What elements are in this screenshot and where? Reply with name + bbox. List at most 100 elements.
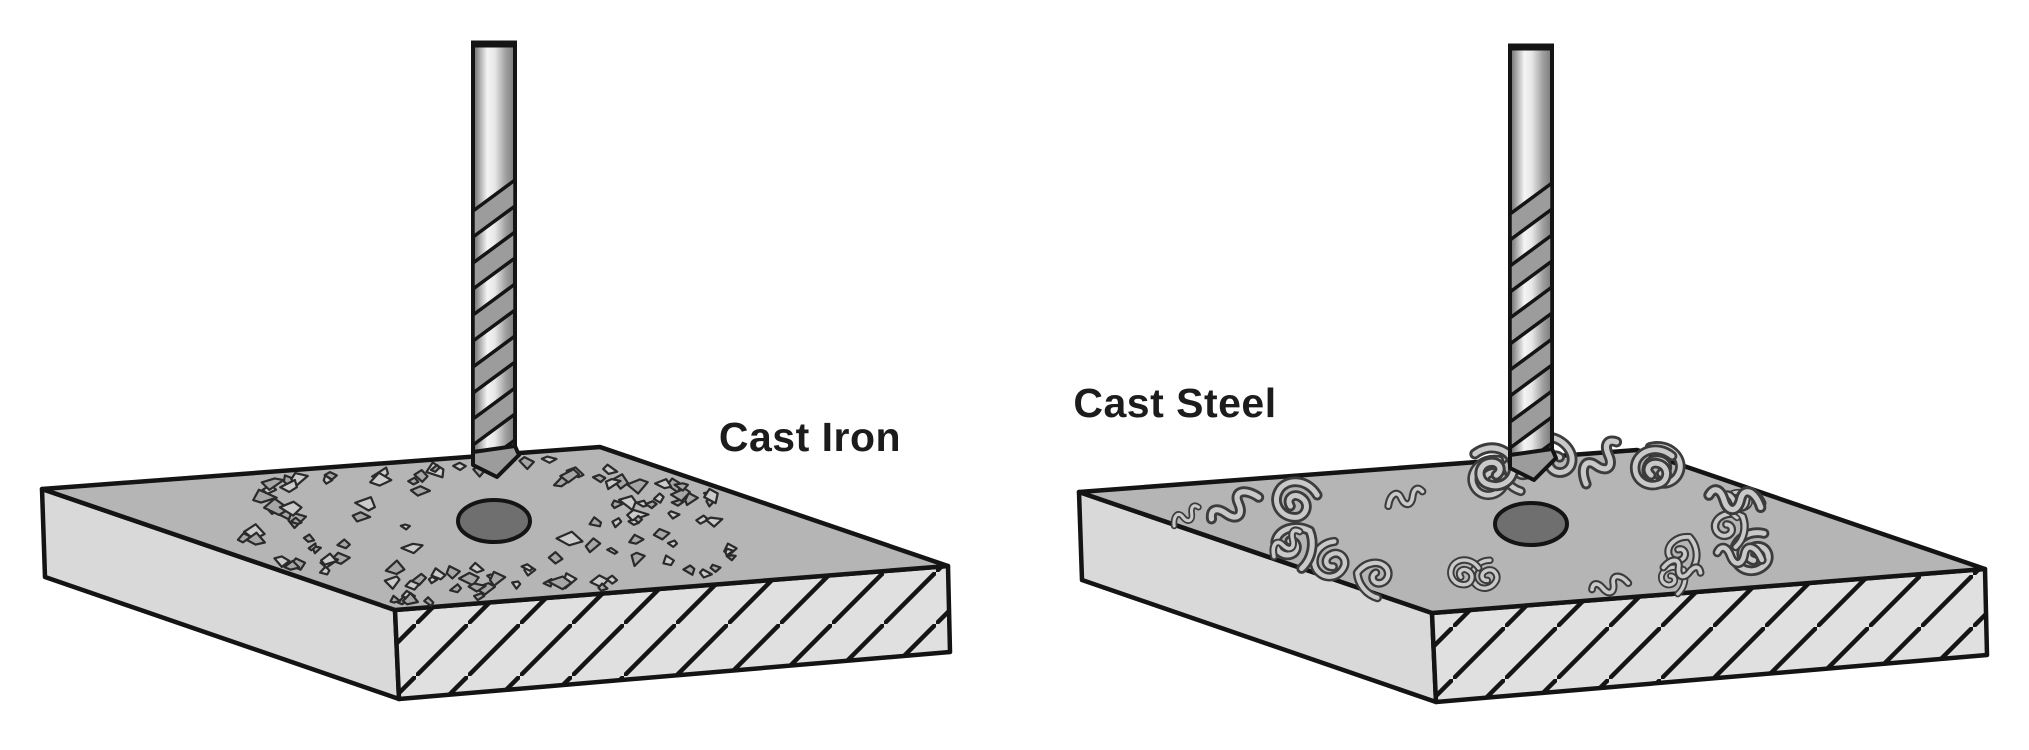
iron-chip xyxy=(617,495,637,512)
iron-chip xyxy=(389,594,402,604)
iron-chip xyxy=(279,478,298,494)
cast-iron-chips xyxy=(236,455,738,608)
iron-chip xyxy=(423,596,435,608)
iron-chip xyxy=(695,514,710,525)
iron-chip xyxy=(662,554,676,567)
drill-flute-band xyxy=(473,229,515,292)
iron-chip xyxy=(399,523,411,531)
drilled-hole xyxy=(1493,501,1569,547)
iron-chip xyxy=(666,539,679,549)
steel-chip xyxy=(1352,558,1393,603)
iron-chip xyxy=(302,533,316,543)
iron-chip xyxy=(591,473,607,484)
drill-flute-band xyxy=(1510,388,1552,451)
drill-flute-band xyxy=(1510,232,1552,295)
iron-chip xyxy=(611,517,623,529)
steel-chip xyxy=(1170,502,1202,530)
iron-chip xyxy=(724,547,735,557)
iron-chip xyxy=(626,478,649,495)
iron-chip xyxy=(520,563,534,572)
iron-chip xyxy=(518,456,536,471)
steel-chip xyxy=(1630,444,1678,491)
iron-chip xyxy=(336,538,351,550)
iron-chip xyxy=(610,499,625,510)
iron-chip xyxy=(409,485,431,497)
iron-chip xyxy=(323,471,338,481)
iron-chip xyxy=(260,477,285,491)
iron-chip xyxy=(653,478,673,490)
iron-chip xyxy=(252,488,278,504)
iron-chip xyxy=(384,559,406,576)
steel-chip xyxy=(1205,486,1265,525)
iron-chip xyxy=(351,511,372,523)
iron-chip xyxy=(630,551,646,568)
cast-iron-label: Cast Iron xyxy=(719,414,901,460)
drill-flute-band xyxy=(473,177,515,240)
drill-tip xyxy=(1508,447,1558,482)
iron-chip xyxy=(289,516,303,526)
iron-chip xyxy=(682,564,696,576)
drill-bit xyxy=(1508,43,1558,482)
iron-chip xyxy=(427,575,439,585)
iron-chip xyxy=(469,561,485,574)
iron-chip xyxy=(401,591,419,606)
iron-chip xyxy=(273,555,291,569)
iron-chip xyxy=(559,468,581,484)
steel-chip xyxy=(1588,572,1633,597)
iron-chip xyxy=(703,487,719,505)
iron-chip xyxy=(320,552,338,566)
iron-chip xyxy=(413,469,429,483)
iron-chip xyxy=(584,537,602,554)
drill-flute-band xyxy=(1510,284,1552,347)
iron-chip xyxy=(602,463,619,475)
iron-chip xyxy=(400,542,424,555)
iron-chip xyxy=(547,550,564,565)
drill-bit xyxy=(471,40,521,479)
steel-chip xyxy=(1384,484,1427,511)
iron-chip xyxy=(404,579,421,591)
drill-tip xyxy=(471,444,521,479)
iron-chip xyxy=(604,478,622,491)
iron-chip xyxy=(445,564,461,580)
iron-chip xyxy=(429,463,441,473)
iron-chip xyxy=(667,510,681,520)
drill-flute-band xyxy=(473,281,515,344)
steel-chip xyxy=(1712,542,1767,569)
iron-chip xyxy=(555,530,584,547)
iron-chip xyxy=(488,570,507,587)
iron-chip xyxy=(633,514,644,524)
iron-chip xyxy=(628,533,645,545)
drilled-hole xyxy=(456,498,532,544)
iron-chip xyxy=(652,492,665,504)
iron-chip xyxy=(407,476,420,486)
iron-chip xyxy=(652,527,671,541)
iron-chip xyxy=(684,491,700,507)
steel-chip xyxy=(1577,435,1623,490)
iron-chip xyxy=(606,546,619,555)
steel-chip xyxy=(1658,563,1689,598)
iron-chip xyxy=(307,542,317,552)
drill-flute-band xyxy=(473,385,515,448)
iron-chip xyxy=(263,497,291,517)
iron-chip xyxy=(354,496,376,512)
iron-chip xyxy=(283,559,301,571)
iron-chip xyxy=(369,471,393,487)
panel-cast-steel: Cast Steel xyxy=(1073,43,1990,705)
iron-chip xyxy=(669,487,692,503)
iron-chip xyxy=(673,482,690,492)
steel-chip xyxy=(1659,556,1705,581)
cast-iron-illustration xyxy=(39,40,953,702)
cast-steel-illustration xyxy=(1076,43,1990,705)
iron-chip xyxy=(449,583,463,594)
steel-chip xyxy=(1309,536,1350,582)
steel-chip xyxy=(1447,556,1483,589)
iron-chip xyxy=(510,580,522,590)
drill-flute-band xyxy=(1510,180,1552,243)
panel-cast-iron: Cast Iron xyxy=(39,40,953,702)
iron-chip xyxy=(540,455,558,464)
iron-chip xyxy=(597,582,609,592)
steel-chip xyxy=(1269,526,1304,561)
steel-chip xyxy=(1710,509,1749,552)
cast-steel-chips xyxy=(1170,431,1774,603)
